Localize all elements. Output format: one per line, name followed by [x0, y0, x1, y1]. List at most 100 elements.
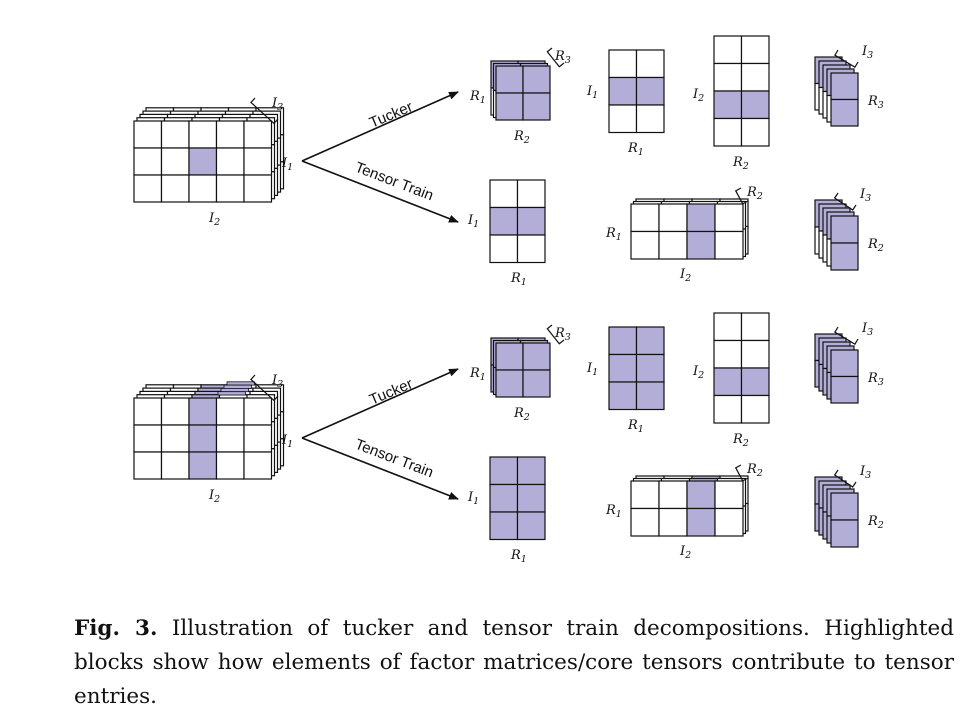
front-slice [830, 349, 859, 404]
cell [243, 397, 273, 426]
highlighted-cell [608, 76, 638, 106]
cell [160, 174, 190, 203]
cell [160, 397, 190, 426]
cell [489, 179, 519, 209]
cell [630, 507, 660, 537]
label-tt3-r2: R2 [867, 237, 884, 254]
highlighted-cell [830, 375, 859, 404]
highlighted-cell [516, 483, 546, 513]
cell [516, 179, 546, 209]
highlighted-cell [635, 326, 665, 356]
label-tucker: Tucker [367, 98, 415, 131]
highlighted-fiber-top [220, 387, 249, 393]
cell [713, 394, 743, 424]
cell [658, 203, 688, 233]
brace-u3-i3 [834, 49, 859, 68]
tucker-factor-3 [814, 333, 859, 404]
highlighted-cell [635, 381, 665, 411]
cell [740, 117, 770, 147]
cell [713, 117, 743, 147]
cell [740, 35, 770, 65]
cell [160, 424, 190, 453]
label-tt1-i1: I1 [467, 490, 479, 507]
highlighted-cell [830, 519, 859, 548]
highlighted-cell [740, 90, 770, 120]
highlighted-cell [188, 451, 218, 480]
arrow-tucker [301, 91, 459, 162]
highlighted-cell [489, 206, 519, 236]
tucker-factor-2 [713, 312, 770, 424]
highlighted-cell [522, 369, 551, 398]
cell [160, 451, 190, 480]
label-tt1-i1: I1 [467, 213, 479, 230]
cell [243, 120, 273, 149]
front-slice [830, 215, 859, 271]
arrow-tensor-train [301, 160, 459, 223]
highlighted-cell [608, 326, 638, 356]
cell [740, 339, 770, 369]
label-u1-r1: R1 [627, 418, 644, 435]
highlighted-cell [608, 381, 638, 411]
cell [714, 507, 744, 537]
highlighted-cell [635, 353, 665, 383]
label-i1: I1 [281, 433, 293, 450]
cell [215, 120, 245, 149]
arrow-tucker [301, 368, 459, 439]
tt-core-1 [489, 179, 546, 264]
front-slice [133, 120, 273, 203]
front-slice [630, 480, 744, 537]
highlighted-cell [522, 342, 551, 371]
cell [160, 147, 190, 176]
highlighted-cell [188, 424, 218, 453]
cell [713, 35, 743, 65]
label-u2-i2: I2 [692, 364, 704, 381]
label-tt2-r2: R2 [746, 462, 763, 479]
cell [608, 104, 638, 134]
cell [714, 480, 744, 510]
label-r1: R1 [469, 366, 486, 383]
figure-caption: Fig. 3. Illustration of tucker and tenso… [74, 612, 954, 714]
cell [635, 104, 665, 134]
cell [658, 507, 688, 537]
cell [243, 174, 273, 203]
highlighted-cell [516, 456, 546, 486]
cell [489, 234, 519, 264]
brace-u3-i3 [834, 326, 859, 345]
cell [215, 397, 245, 426]
label-tt3-i3: I3 [859, 187, 871, 204]
front-slice [495, 65, 551, 121]
brace-tt3-i3 [833, 469, 857, 488]
tucker-factor-2 [713, 35, 770, 147]
highlighted-cell [830, 242, 859, 271]
tucker-core-tensor [490, 60, 551, 121]
highlighted-cell [188, 397, 218, 426]
front-slice [630, 203, 744, 260]
tucker-factor-1 [608, 49, 665, 134]
brace-tt2-r2 [734, 464, 749, 482]
label-i3: I3 [271, 96, 283, 113]
cell [133, 451, 163, 480]
tucker-core-tensor [490, 337, 551, 398]
cell [243, 147, 273, 176]
highlighted-cell [516, 511, 546, 541]
label-r2: R2 [513, 129, 530, 146]
highlighted-cell [635, 76, 665, 106]
label-r3: R3 [554, 326, 571, 343]
tt-core-2 [630, 475, 749, 537]
label-u1-i1: I1 [586, 84, 598, 101]
label-i2: I2 [208, 211, 220, 228]
tucker-factor-3 [814, 56, 859, 127]
label-tt3-i3: I3 [859, 464, 871, 481]
front-slice [495, 342, 551, 398]
brace-r3 [546, 324, 565, 345]
label-u1-r1: R1 [627, 141, 644, 158]
cell [188, 120, 218, 149]
highlighted-cell [489, 483, 519, 513]
highlighted-cell [686, 480, 716, 510]
cell [215, 147, 245, 176]
highlighted-cell [830, 98, 859, 127]
cell [713, 312, 743, 342]
cell [740, 394, 770, 424]
